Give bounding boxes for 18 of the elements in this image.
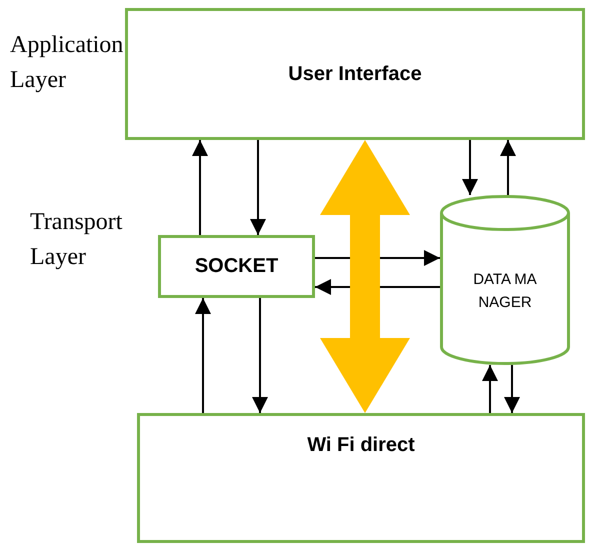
node-label: User Interface xyxy=(288,62,422,86)
process-box xyxy=(125,8,585,140)
arrow xyxy=(195,298,211,413)
arrow xyxy=(500,140,516,195)
arrow xyxy=(252,298,268,413)
process-box xyxy=(158,235,315,298)
node-label: Wi Fi direct xyxy=(307,434,415,457)
arrow xyxy=(482,365,498,413)
layer-label: Application Layer xyxy=(10,31,122,95)
layer-label: Transport Layer xyxy=(30,208,124,272)
arrow xyxy=(250,140,266,235)
arrow xyxy=(504,365,520,413)
arrow xyxy=(192,140,208,235)
double-arrow xyxy=(320,140,410,413)
process-box xyxy=(137,413,585,543)
node-label: DATA MANAGER xyxy=(472,270,538,313)
arrow xyxy=(462,140,478,195)
node-label: SOCKET xyxy=(194,255,278,278)
